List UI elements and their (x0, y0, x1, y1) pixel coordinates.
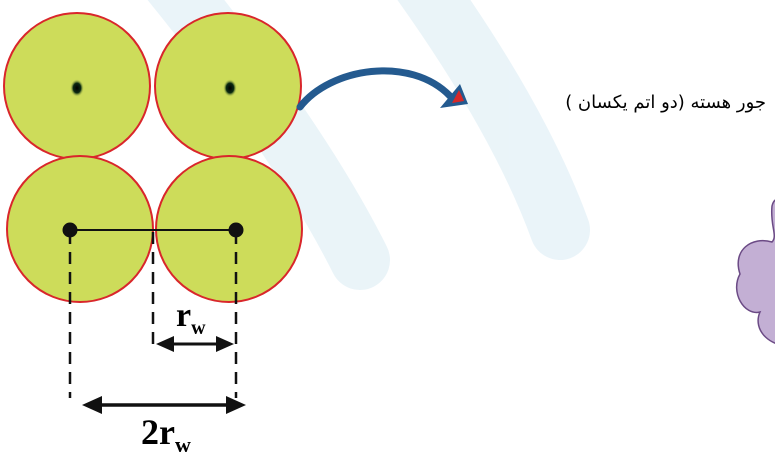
curved-arrow-path (296, 67, 454, 111)
dashed-guides (68, 232, 238, 398)
caption-text: جور هسته (دو اتم یکسان ) (565, 92, 766, 113)
curved-arrow-tip (452, 90, 464, 103)
diameter-prefix: 2 (141, 412, 159, 452)
radius-subscript: w (191, 317, 206, 339)
curved-arrow-icon (296, 67, 468, 111)
bond-measure (62, 222, 244, 238)
diameter-subscript: w (175, 432, 191, 452)
nucleus-top-left (70, 79, 84, 97)
radius-dimension-arrow (156, 336, 234, 352)
watermark-arc-2 (397, 0, 590, 260)
nucleus-dot-icon (70, 79, 237, 97)
curved-arrow-head (440, 84, 468, 108)
diameter-dimension-arrow (82, 396, 246, 414)
cloud-shape (735, 199, 775, 344)
nucleus-top-right (223, 79, 237, 97)
diameter-symbol: r (159, 412, 175, 452)
radius-symbol: r (176, 297, 191, 334)
radius-label: rw (176, 297, 206, 339)
cloud-shape-icon (735, 199, 775, 344)
diameter-label: 2rw (141, 412, 191, 452)
